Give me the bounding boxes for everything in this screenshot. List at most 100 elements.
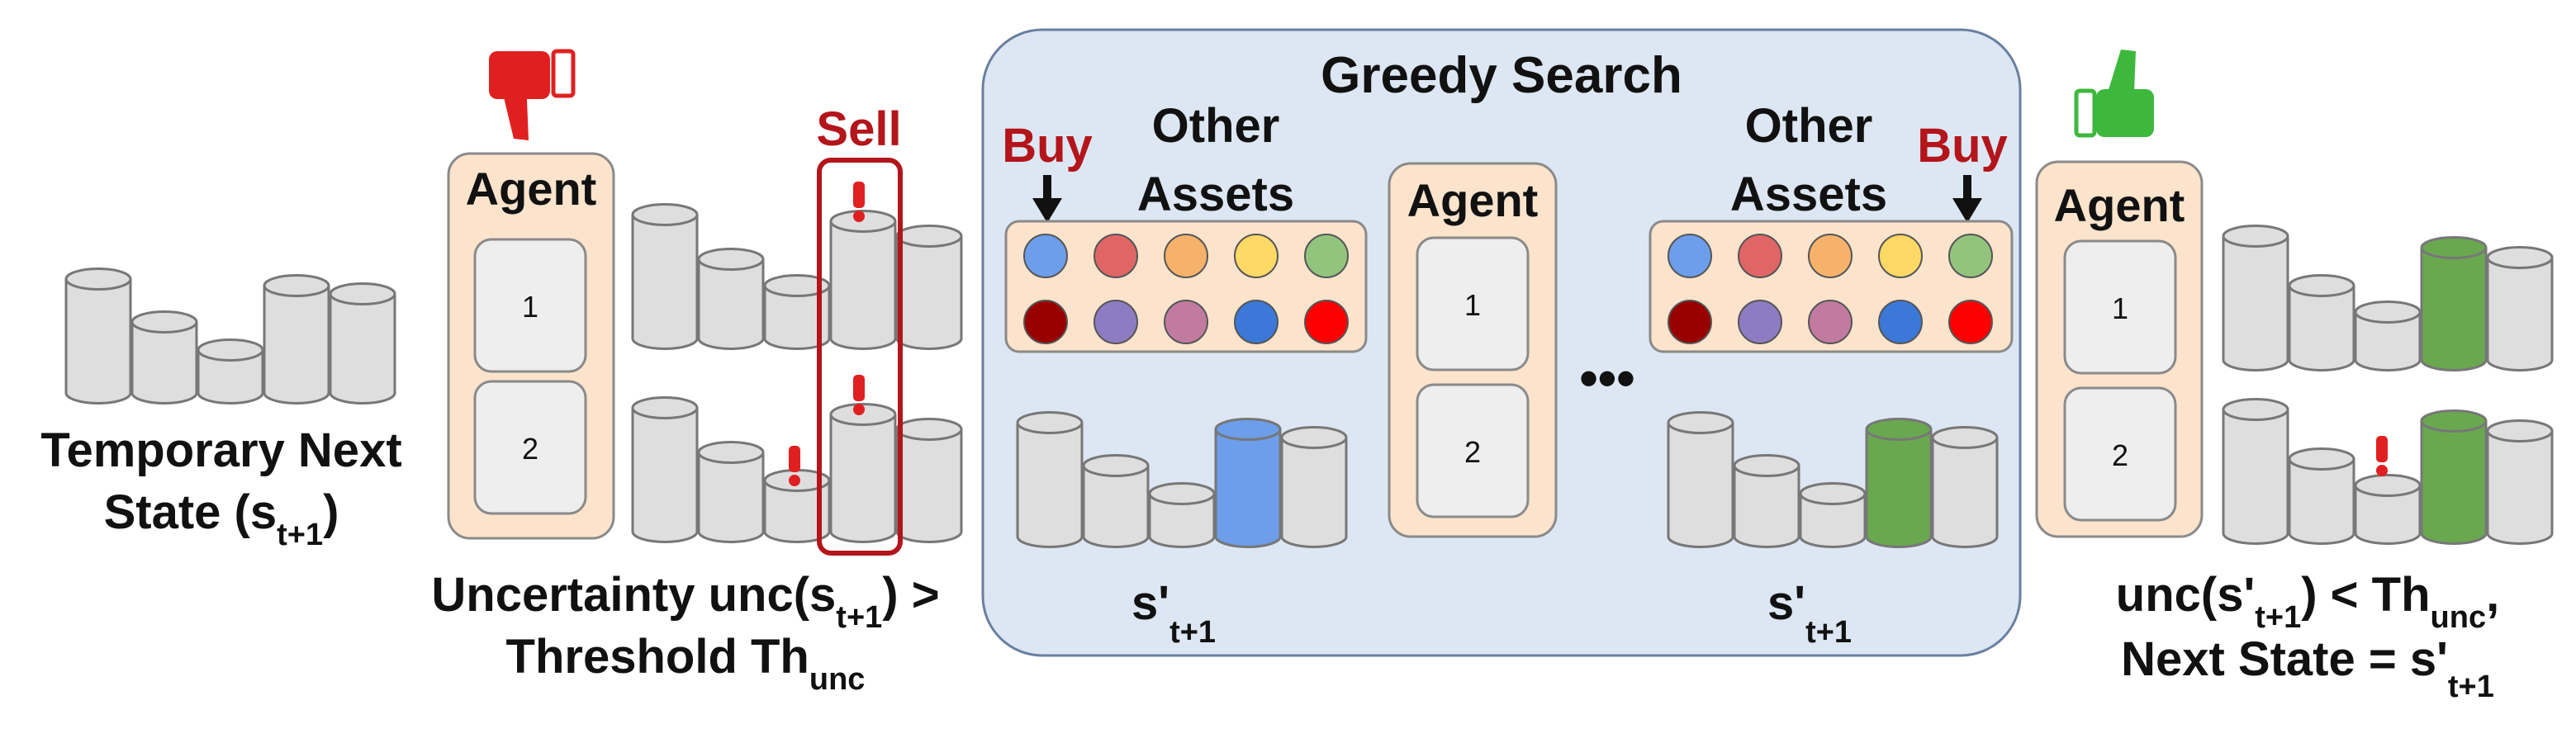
cylinder	[1799, 482, 1867, 548]
left-other-assets-line1: Other	[1152, 99, 1280, 153]
sell-highlight-box	[817, 158, 903, 556]
cylinder	[2288, 274, 2355, 372]
asset-dot	[1878, 300, 1923, 344]
left-asset-dots	[1023, 234, 1349, 344]
cylinder	[829, 210, 897, 350]
greedy-search-title: Greedy Search	[1321, 47, 1682, 104]
cylinder	[130, 310, 198, 405]
cylinder	[631, 203, 699, 350]
agent-left-slot-1-label: 1	[522, 290, 538, 324]
cylinder	[1280, 426, 1348, 548]
exclamation-icon	[853, 182, 865, 222]
agent-left-slot-1	[473, 238, 587, 373]
asset-dot	[1878, 234, 1923, 278]
asset-dot	[1948, 234, 1993, 278]
temporary-state-line1: Temporary Next	[40, 424, 401, 477]
agent-right-slot-1	[2063, 239, 2177, 375]
asset-dot	[1164, 234, 1208, 278]
agent-center-slot-2-label: 2	[1464, 435, 1481, 469]
right-other-assets-line2: Assets	[1730, 168, 1887, 221]
cylinder	[329, 282, 396, 405]
agent-right-title: Agent	[2054, 179, 2185, 231]
asset-dot	[1164, 300, 1208, 344]
uncertainty-caption-line2: Threshold Thunc	[506, 630, 866, 697]
right-candidate-state-cylinders	[1667, 411, 1999, 548]
cylinder	[2222, 398, 2289, 545]
agent-center-slot-1-label: 1	[1464, 288, 1481, 322]
cylinder	[697, 248, 765, 350]
asset-dot	[1093, 300, 1138, 344]
cylinder	[2222, 225, 2289, 372]
cylinder	[631, 396, 699, 543]
left-candidate-state-cylinders	[1016, 411, 1348, 548]
asset-dot	[1948, 300, 1993, 344]
agent-right-slot-2	[2063, 386, 2177, 522]
cylinder	[2486, 246, 2554, 372]
asset-dot	[1023, 234, 1068, 278]
right-buy-label: Buy	[1917, 119, 2008, 173]
cylinder	[1733, 454, 1800, 548]
exclamation-icon	[853, 375, 865, 415]
cylinder	[64, 267, 132, 405]
left-buy-label: Buy	[1002, 119, 1093, 173]
cylinder	[1148, 482, 1216, 548]
cylinder	[2354, 301, 2422, 372]
result-caption-line2: Next State = s't+1	[2121, 632, 2494, 704]
cylinder	[763, 274, 831, 350]
agent-center-slot-1	[1416, 236, 1530, 372]
left-candidate-state-label: s't+1	[1131, 576, 1216, 650]
asset-dot	[1304, 234, 1349, 278]
asset-dot	[1668, 300, 1712, 344]
agent-right-slot-1-label: 1	[2112, 291, 2128, 325]
thumbs-down-icon	[489, 49, 576, 140]
right-other-assets-line1: Other	[1745, 99, 1873, 153]
agent-center-title: Agent	[1407, 174, 1539, 226]
cylinder	[2354, 474, 2422, 545]
agent-left-slot-2-label: 2	[522, 432, 538, 466]
thumbs-up-icon	[2074, 50, 2154, 138]
down-arrow-icon	[1952, 175, 1982, 223]
asset-dot	[1023, 300, 1068, 344]
asset-dot	[1808, 234, 1853, 278]
cylinder	[1016, 411, 1084, 548]
asset-dot	[1234, 300, 1279, 344]
agent-right-slot-2-label: 2	[2112, 438, 2128, 472]
asset-dot	[1093, 234, 1138, 278]
agent-center-slot-2	[1416, 383, 1530, 518]
ellipsis: •••	[1579, 348, 1634, 408]
highlighted-cylinder	[2420, 236, 2488, 372]
agent-left-output-2-cylinders	[631, 396, 963, 543]
agent-right-output-1-cylinders	[2222, 225, 2554, 372]
temporary-state-line2: State (st+1)	[104, 485, 339, 552]
cylinder	[2288, 447, 2355, 545]
cylinder	[895, 418, 963, 543]
right-asset-dots	[1668, 234, 1993, 344]
asset-dot	[1738, 300, 1782, 344]
agent-left-slot-2	[473, 380, 587, 515]
cylinder	[2486, 419, 2554, 545]
cylinder	[1082, 454, 1150, 548]
cylinder	[197, 338, 264, 405]
cylinder	[895, 225, 963, 350]
right-candidate-state-label: s't+1	[1767, 576, 1852, 650]
asset-dot	[1738, 234, 1782, 278]
down-arrow-icon	[1032, 175, 1062, 223]
asset-dot	[1808, 300, 1853, 344]
asset-dot	[1234, 234, 1279, 278]
uncertainty-caption-line1: Uncertainty unc(st+1) >	[431, 568, 939, 635]
cylinder	[263, 274, 330, 405]
agent-left-title: Agent	[466, 163, 597, 215]
highlighted-cylinder	[2420, 409, 2488, 545]
left-other-assets-line2: Assets	[1137, 168, 1294, 221]
asset-dot	[1668, 234, 1712, 278]
highlighted-cylinder	[1865, 418, 1933, 548]
agent-left-output-1-cylinders	[631, 203, 963, 350]
asset-dot	[1304, 300, 1349, 344]
cylinder	[829, 403, 897, 543]
exclamation-icon	[789, 446, 800, 486]
agent-right-output-2-cylinders	[2222, 398, 2554, 545]
highlighted-cylinder	[1214, 418, 1282, 548]
cylinder	[1667, 411, 1734, 548]
cylinder	[697, 441, 765, 543]
